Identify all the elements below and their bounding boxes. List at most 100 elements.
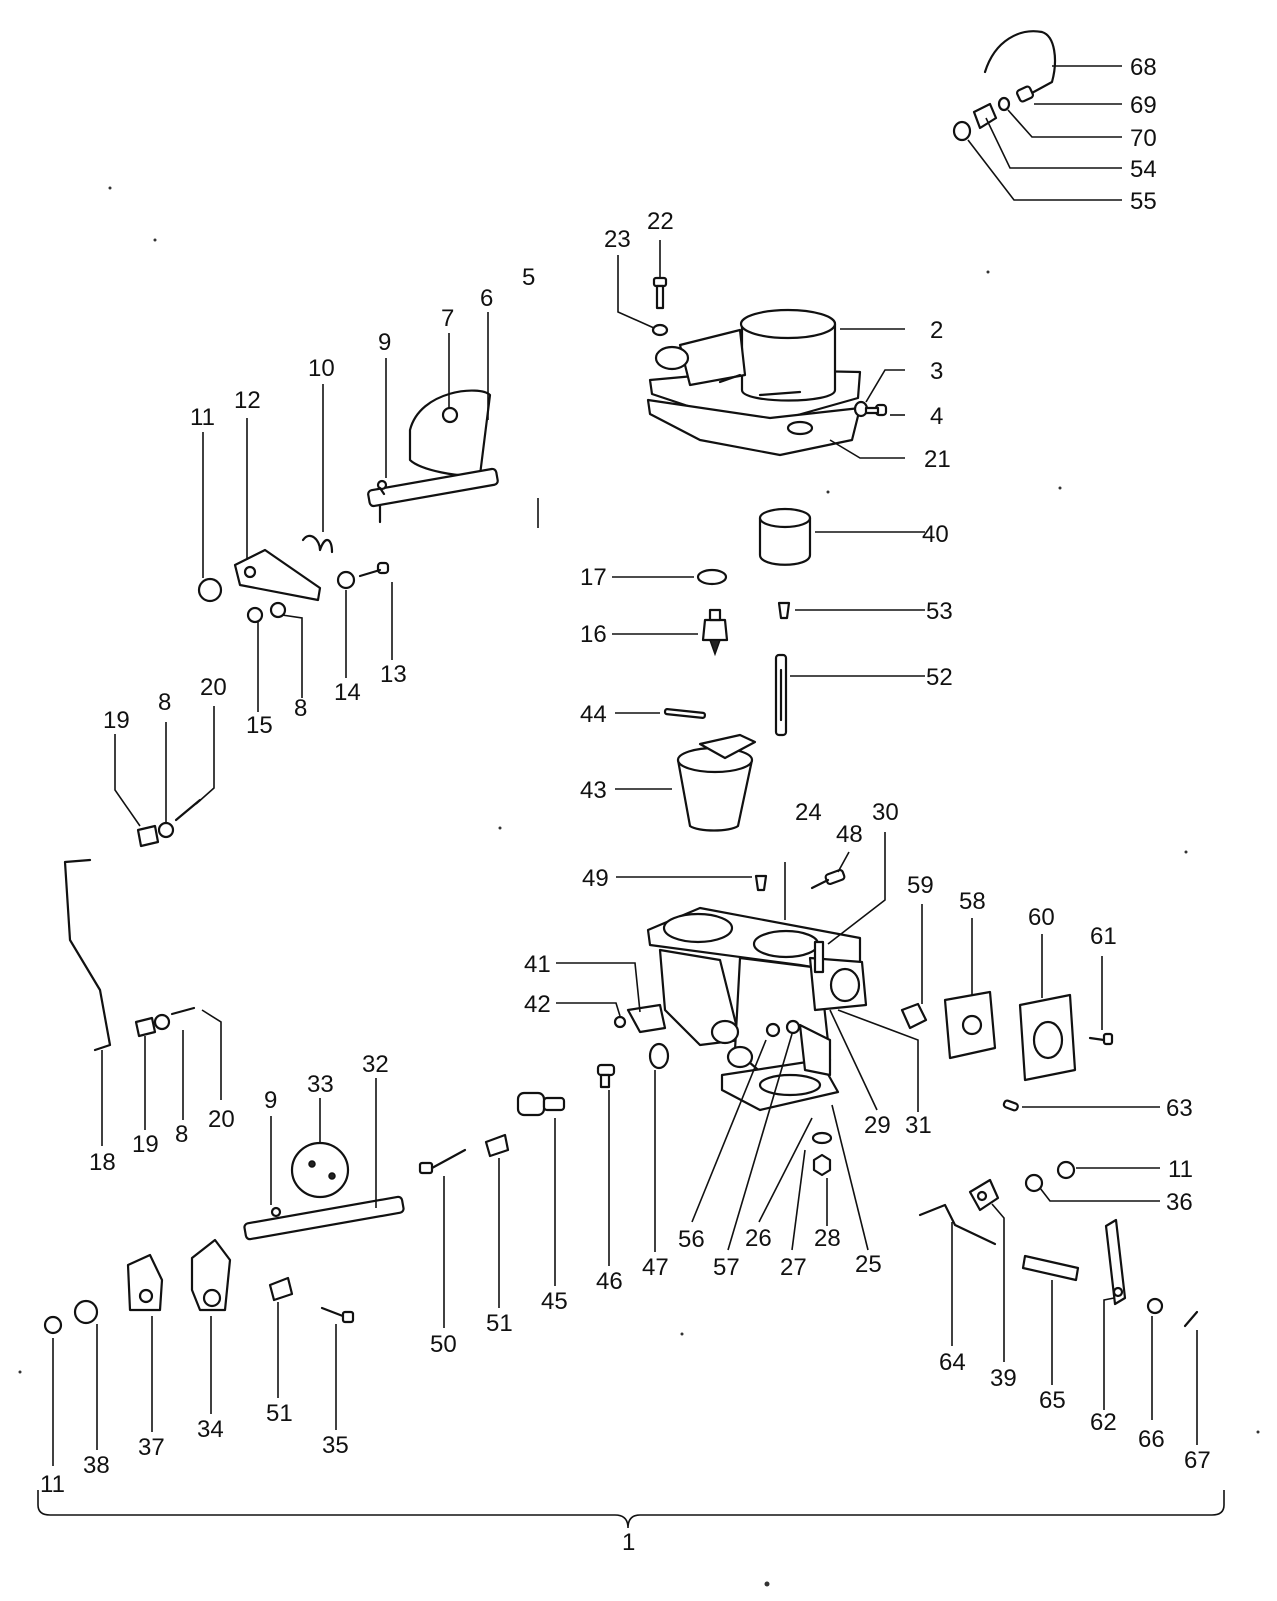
jet-45 xyxy=(516,1091,566,1117)
carburetor-top-cover xyxy=(646,308,862,457)
callout-37: 37 xyxy=(138,1434,165,1461)
washer-8-upper xyxy=(269,601,287,619)
callout-55: 55 xyxy=(1130,188,1157,215)
screw-49 xyxy=(754,874,768,892)
washer-66 xyxy=(1146,1297,1164,1315)
callout-25: 25 xyxy=(855,1251,882,1278)
callout-69: 69 xyxy=(1130,92,1157,119)
callout-42: 42 xyxy=(524,991,551,1018)
callout-36: 36 xyxy=(1166,1189,1193,1216)
callout-31: 31 xyxy=(905,1112,932,1139)
callout-13: 13 xyxy=(380,661,407,688)
lever-34 xyxy=(190,1238,232,1312)
callout-48: 48 xyxy=(836,821,863,848)
scan-specks xyxy=(18,186,1260,1587)
cover-60 xyxy=(1018,993,1077,1082)
callout-3: 3 xyxy=(930,358,943,385)
washer-27 xyxy=(811,1131,833,1145)
callout-63: 63 xyxy=(1166,1095,1193,1122)
callout-62: 62 xyxy=(1090,1409,1117,1436)
callout-8-upper: 8 xyxy=(294,695,307,722)
callout-61: 61 xyxy=(1090,923,1117,950)
pin-20-lower xyxy=(170,1006,196,1016)
callout-51-upper: 51 xyxy=(486,1310,513,1337)
callout-21: 21 xyxy=(924,446,951,473)
callout-70: 70 xyxy=(1130,125,1157,152)
callout-59: 59 xyxy=(907,872,934,899)
callout-9-upper: 9 xyxy=(378,329,391,356)
callout-49: 49 xyxy=(582,865,609,892)
lever-62 xyxy=(1104,1218,1127,1306)
callout-53: 53 xyxy=(926,598,953,625)
callout-27: 27 xyxy=(780,1254,807,1281)
callout-labels: 68 69 70 54 55 22 23 2 3 4 21 5 6 7 9 10… xyxy=(40,54,1211,1556)
callout-40: 40 xyxy=(922,521,949,548)
float-43 xyxy=(676,733,757,832)
callout-38: 38 xyxy=(83,1452,110,1479)
callout-45: 45 xyxy=(541,1288,568,1315)
callout-11-lower-left: 11 xyxy=(40,1471,65,1498)
float-valve-16 xyxy=(701,608,729,657)
washer-36 xyxy=(1024,1173,1044,1193)
screw-4 xyxy=(864,403,888,417)
cup-40 xyxy=(758,507,812,566)
pin-63 xyxy=(1002,1099,1019,1112)
callout-35: 35 xyxy=(322,1432,349,1459)
nut-11-upper xyxy=(197,577,223,603)
callout-60: 60 xyxy=(1028,904,1055,931)
callout-50: 50 xyxy=(430,1331,457,1358)
screw-9-lower xyxy=(270,1206,282,1218)
callout-4: 4 xyxy=(930,403,943,430)
callout-22: 22 xyxy=(647,208,674,235)
jet-53 xyxy=(777,601,791,620)
callout-23: 23 xyxy=(604,226,631,253)
callout-8-lower: 8 xyxy=(175,1121,188,1148)
callout-8-mid: 8 xyxy=(158,689,171,716)
callout-14: 14 xyxy=(334,679,361,706)
callout-32: 32 xyxy=(362,1051,389,1078)
screw-35 xyxy=(320,1306,355,1324)
callout-57: 57 xyxy=(713,1254,740,1281)
washer-38 xyxy=(73,1299,99,1325)
callout-56: 56 xyxy=(678,1226,705,1253)
callout-47: 47 xyxy=(642,1254,669,1281)
screw-9-upper xyxy=(376,479,388,496)
emulsion-tube-52 xyxy=(774,653,788,737)
callout-1: 1 xyxy=(622,1529,635,1556)
callout-44: 44 xyxy=(580,701,607,728)
rod-18 xyxy=(63,858,112,1052)
callout-12: 12 xyxy=(234,387,261,414)
callout-2: 2 xyxy=(930,317,943,344)
washer-23 xyxy=(651,323,669,337)
assembly-bracket xyxy=(37,1490,1225,1529)
seal-47 xyxy=(648,1042,670,1070)
gasket-17 xyxy=(696,568,728,586)
callout-24: 24 xyxy=(795,799,822,826)
carburetor-body xyxy=(646,906,868,1112)
diaphragm-58 xyxy=(943,990,997,1060)
jet-48 xyxy=(810,868,846,890)
callout-65: 65 xyxy=(1039,1387,1066,1414)
callout-17: 17 xyxy=(580,564,607,591)
callout-19-lower: 19 xyxy=(132,1131,159,1158)
lever-12 xyxy=(233,548,322,602)
nut-28 xyxy=(812,1153,832,1177)
callout-10: 10 xyxy=(308,355,335,382)
callout-28: 28 xyxy=(814,1225,841,1252)
washer-15 xyxy=(246,606,264,624)
pin-44 xyxy=(663,708,707,719)
callout-39: 39 xyxy=(990,1365,1017,1392)
callout-64: 64 xyxy=(939,1349,966,1376)
throttle-plate-33 xyxy=(290,1141,350,1199)
screw-61 xyxy=(1088,1032,1114,1046)
spring-65 xyxy=(1021,1254,1080,1282)
callout-19-upper: 19 xyxy=(103,707,130,734)
callout-11-right: 11 xyxy=(1168,1156,1193,1183)
screw-22 xyxy=(652,276,668,310)
lever-37 xyxy=(126,1253,164,1312)
throttle-shaft-32 xyxy=(243,1195,405,1241)
callout-16: 16 xyxy=(580,621,607,648)
nut-11-lower-left xyxy=(43,1315,63,1335)
callout-68: 68 xyxy=(1130,54,1157,81)
